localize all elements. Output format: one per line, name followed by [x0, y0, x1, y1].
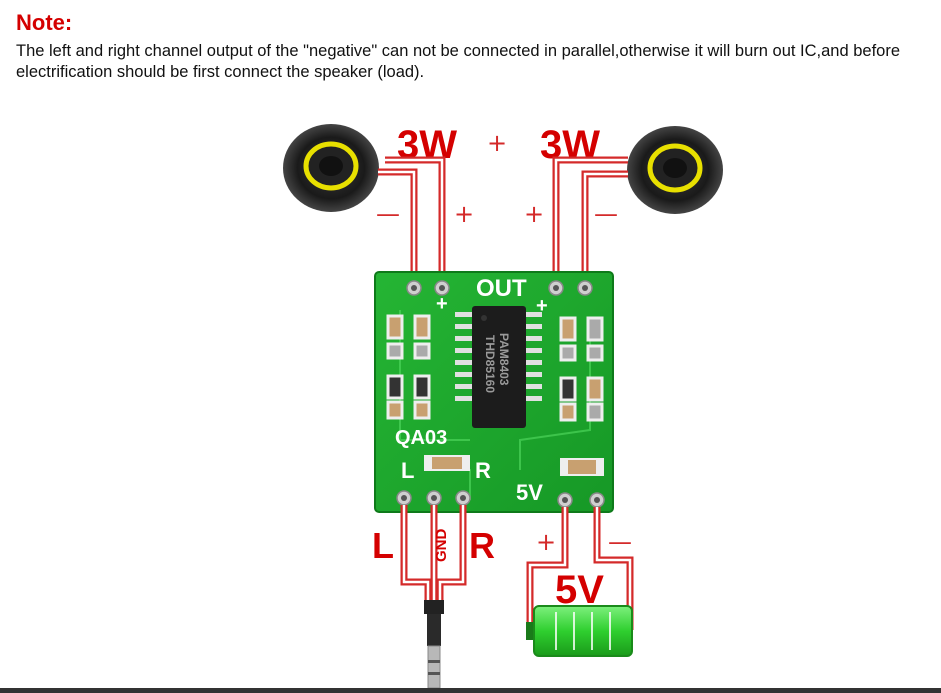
amplifier-chip: PAM8403 THD85160	[455, 306, 542, 428]
board-silk-5v: 5V	[516, 480, 543, 505]
note-title: Note:	[16, 10, 73, 35]
left-speaker-plus: +	[454, 200, 474, 228]
left-speaker-minus: —	[376, 200, 400, 228]
svg-text:+: +	[536, 295, 548, 317]
bottom-border	[0, 688, 941, 693]
left-speaker-icon	[283, 124, 379, 212]
svg-text:+: +	[436, 293, 448, 315]
battery-voltage-label: 5V	[555, 568, 604, 612]
power-plus-sign: +	[536, 528, 556, 556]
top-plus-sign: +	[487, 129, 507, 157]
right-components	[559, 316, 604, 422]
input-label-r: R	[469, 525, 495, 566]
chip-marking-line1: PAM8403	[497, 333, 511, 386]
note-text: The left and right channel output of the…	[16, 42, 901, 81]
power-minus-sign: —	[608, 528, 632, 556]
board-silk-l: L	[401, 458, 414, 483]
battery-icon	[526, 605, 633, 657]
input-label-l: L	[372, 525, 394, 566]
amplifier-board: OUT + +	[374, 271, 614, 513]
right-speaker-plus: +	[524, 200, 544, 228]
audio-jack-icon	[424, 600, 444, 689]
left-components	[386, 314, 431, 420]
speaker-wires	[378, 156, 628, 288]
board-out-label: OUT	[476, 275, 527, 302]
board-id: QA03	[395, 427, 447, 449]
input-label-gnd: GND	[433, 529, 450, 563]
right-speaker-minus: —	[594, 200, 618, 228]
chip-marking-line2: THD85160	[483, 335, 497, 393]
right-speaker-icon	[627, 126, 723, 214]
board-silk-r: R	[475, 458, 491, 483]
